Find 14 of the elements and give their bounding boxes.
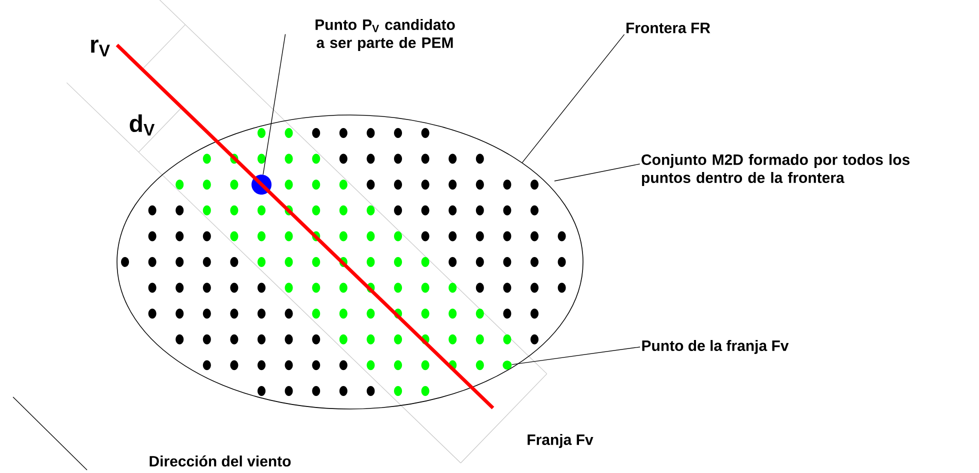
wind-direction-label: Dirección del viento — [150, 455, 291, 467]
candidate-point — [252, 174, 272, 195]
callout-text: Punto de la franja Fv — [642, 340, 789, 354]
dimension-label: d$_{V}$ — [130, 114, 155, 136]
leader-line — [522, 34, 625, 163]
leader-line — [262, 34, 286, 175]
line-label: r$_{V}$ — [91, 40, 110, 56]
callout-text: Frontera FR — [626, 22, 710, 34]
callout-text: Conjunto M2D formado por todos los puntos dentro de la frontera — [642, 154, 910, 186]
strip-point — [502, 360, 512, 370]
strip-label: Franja Fv — [528, 434, 594, 448]
leader-line — [554, 164, 640, 182]
leader-line — [512, 346, 640, 365]
callout-text: Punto P$_{V}$ candidato a ser parte de PEM — [316, 19, 455, 51]
